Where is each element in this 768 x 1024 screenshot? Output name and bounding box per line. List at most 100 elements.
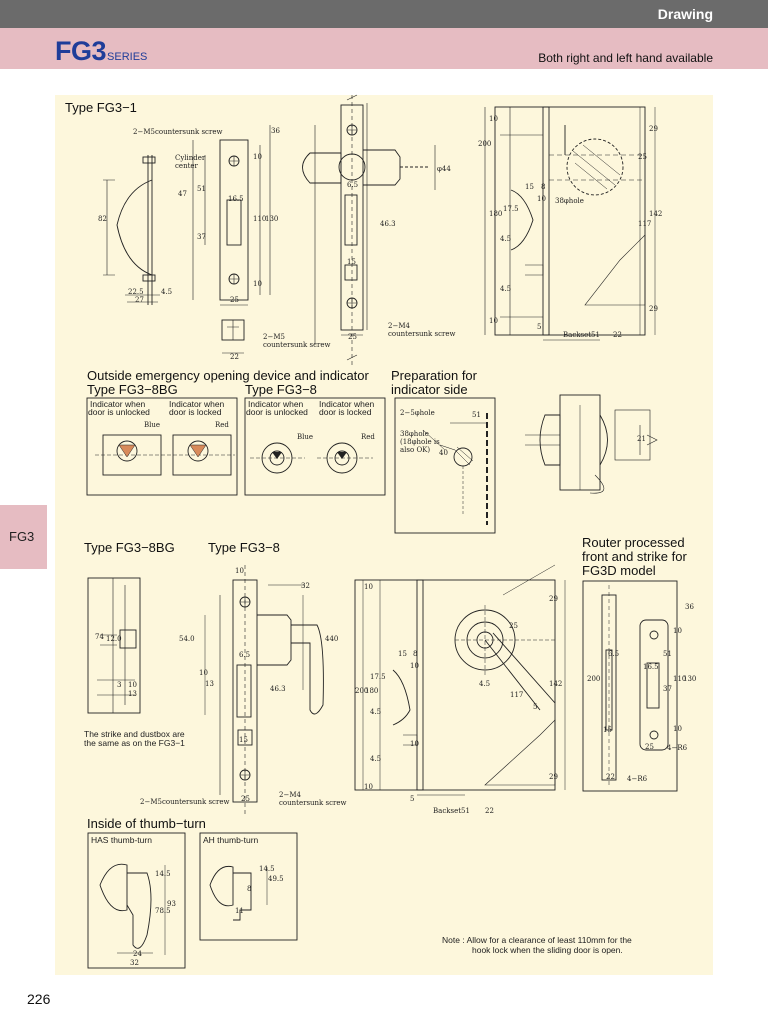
label-blue-1: Blue bbox=[144, 421, 161, 429]
dim-16-5b: 16.5 bbox=[643, 663, 659, 671]
dim-22-5: 22.5 bbox=[128, 288, 144, 296]
dim-29d: 29 bbox=[549, 773, 558, 781]
dim-14-5b: 14.5 bbox=[259, 865, 275, 873]
dim-m4-1: 2−M4 bbox=[388, 322, 410, 330]
dim-142a: 142 bbox=[649, 210, 663, 218]
dim-5b: 5 bbox=[410, 795, 415, 803]
dim-10l: 10 bbox=[364, 783, 373, 791]
dim-10c: 10 bbox=[489, 115, 498, 123]
dim-16-5: 16.5 bbox=[228, 195, 244, 203]
dim-82: 82 bbox=[98, 215, 107, 223]
dim-45b: 4.5 bbox=[500, 285, 512, 293]
dim-78-5: 78.5 bbox=[155, 907, 171, 915]
caption-locked-4: door is locked bbox=[319, 407, 372, 417]
dim-6-5a: 6.5 bbox=[347, 181, 359, 189]
dim-29c: 29 bbox=[549, 595, 558, 603]
dim-37: 37 bbox=[197, 233, 206, 241]
caption-unlocked-4: door is unlocked bbox=[246, 407, 308, 417]
dim-11: 11 bbox=[235, 907, 244, 915]
dim-phi44: φ44 bbox=[437, 165, 451, 173]
indicator-boxes bbox=[86, 394, 658, 534]
dim-6-5b: 6.5 bbox=[239, 651, 251, 659]
dim-25d: 25 bbox=[241, 795, 250, 803]
dim-5a: 5 bbox=[537, 323, 542, 331]
label-red-2: Red bbox=[361, 433, 375, 441]
dim-21: 21 bbox=[637, 435, 646, 443]
caption-unlocked-2: door is unlocked bbox=[88, 407, 150, 417]
strike-note-1: The strike and dustbox are bbox=[84, 729, 185, 739]
dim-29b: 29 bbox=[649, 305, 658, 313]
dim-45e: 4.5 bbox=[370, 755, 382, 763]
dim-130: 130 bbox=[265, 215, 279, 223]
page-number: 226 bbox=[27, 991, 51, 1007]
series-title: FG3SERIES bbox=[55, 36, 147, 67]
thumbturn-drawings bbox=[87, 832, 298, 969]
dim-10j: 10 bbox=[410, 662, 419, 670]
dim-49-5: 49.5 bbox=[268, 875, 284, 883]
dim-18hole-2: also OK) bbox=[400, 446, 431, 454]
dim-22d: 22 bbox=[606, 773, 615, 781]
note-line-2: hook lock when the sliding door is open. bbox=[472, 945, 623, 955]
dim-180b: 180 bbox=[365, 687, 379, 695]
dim-74: 74 bbox=[95, 633, 104, 641]
dim-46-3b: 46.3 bbox=[270, 685, 286, 693]
label-ah-thumbturn: AH thumb-turn bbox=[203, 835, 259, 845]
dim-2: 5 bbox=[533, 703, 538, 711]
fg3-8-section bbox=[87, 564, 678, 815]
header-band bbox=[0, 28, 768, 69]
label-has-thumbturn: HAS thumb-turn bbox=[91, 835, 152, 845]
model-name: FG3 bbox=[55, 36, 107, 66]
model-suffix: SERIES bbox=[107, 51, 148, 63]
dim-45d: 4.5 bbox=[370, 708, 382, 716]
dim-110b: 110 bbox=[673, 675, 687, 683]
dim-backset-b: Backset51 bbox=[433, 807, 470, 815]
dim-8c: 8 bbox=[247, 885, 252, 893]
dim-4-5: 4.5 bbox=[161, 288, 173, 296]
strike-note-2: the same as on the FG3−1 bbox=[84, 738, 185, 748]
dim-15c: 15 bbox=[239, 736, 248, 744]
dim-8b: 8 bbox=[413, 650, 418, 658]
dim-13a: 13 bbox=[205, 680, 214, 688]
dim-17-5a: 17.5 bbox=[503, 205, 519, 213]
dim-200b: 200 bbox=[355, 687, 369, 695]
dim-32a: 32 bbox=[301, 582, 310, 590]
dim-36: 36 bbox=[271, 127, 280, 135]
top-bar: Drawing bbox=[0, 0, 768, 28]
dim-93: 93 bbox=[167, 900, 176, 908]
dim-25f: 25 bbox=[645, 743, 654, 751]
dim-10k: 10 bbox=[410, 740, 419, 748]
side-tab[interactable]: FG3 bbox=[0, 505, 47, 569]
dim-22c: 22 bbox=[485, 807, 494, 815]
heading-prep-2: indicator side bbox=[391, 382, 468, 397]
dim-36b: 36 bbox=[685, 603, 694, 611]
dim-130b: 130 bbox=[683, 675, 697, 683]
dim-25e: 25 bbox=[509, 622, 518, 630]
dim-40: 40 bbox=[439, 449, 448, 457]
heading-type8bg: Type FG3−8BG bbox=[87, 382, 178, 397]
dim-32b: 32 bbox=[130, 959, 139, 967]
heading-type8-b: Type FG3−8 bbox=[208, 540, 280, 555]
dim-4-r6-a: 4−R6 bbox=[667, 744, 688, 752]
dim-6-5c: 6.5 bbox=[608, 650, 620, 658]
dim-25b: 25 bbox=[348, 333, 357, 341]
dim-200a: 200 bbox=[478, 140, 492, 148]
technical-drawing bbox=[86, 94, 678, 969]
dim-51c: 51 bbox=[663, 650, 672, 658]
heading-thumbturn: Inside of thumb−turn bbox=[87, 816, 206, 831]
dim-screw-m5-b: 2−M5countersunk screw bbox=[140, 798, 230, 806]
heading-router-1: Router processed bbox=[582, 535, 685, 550]
dim-screw-m5: 2−M5countersunk screw bbox=[133, 128, 223, 136]
dim-10m: 10 bbox=[673, 627, 682, 635]
caption-locked-1: Indicator when bbox=[169, 399, 225, 409]
dim-22a: 22 bbox=[230, 353, 239, 361]
caption-unlocked-1: Indicator when bbox=[90, 399, 146, 409]
dim-117a: 117 bbox=[638, 220, 652, 228]
dim-10i: 10 bbox=[364, 583, 373, 591]
dim-38hole: 38φhole bbox=[555, 197, 584, 205]
dim-142b: 142 bbox=[549, 680, 563, 688]
dim-15b: 15 bbox=[525, 183, 534, 191]
dim-15d: 15 bbox=[398, 650, 407, 658]
dim-110: 110 bbox=[253, 215, 267, 223]
dim-10e: 10 bbox=[489, 317, 498, 325]
drawing-panel: Type FG3−1 Outside emergency opening dev… bbox=[55, 94, 713, 975]
